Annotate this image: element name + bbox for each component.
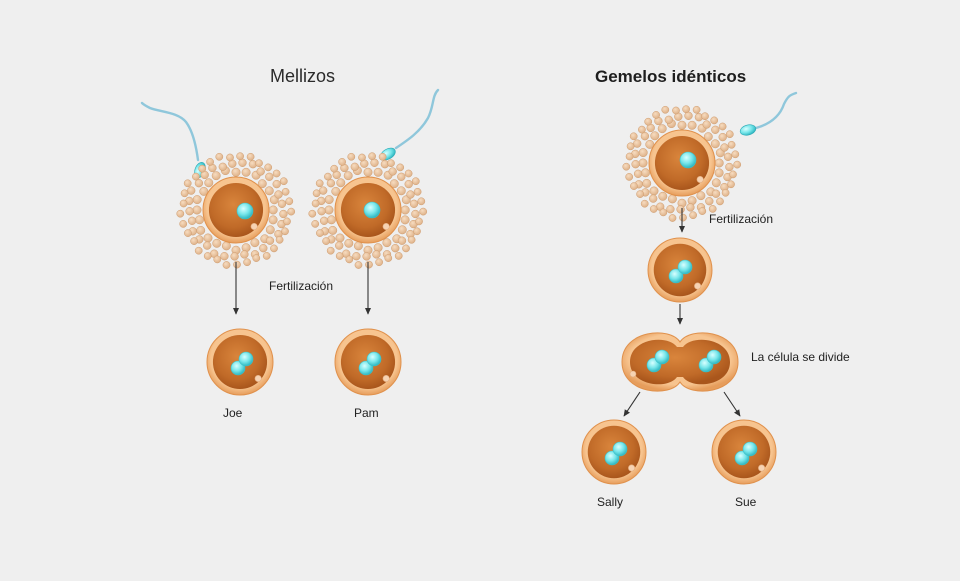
left-sperm-a bbox=[140, 101, 206, 179]
nucleus bbox=[679, 151, 697, 169]
right-panel-title: Gemelos idénticos bbox=[595, 67, 747, 86]
dividing-cell-cytoplasm bbox=[630, 339, 730, 385]
sperm-tail bbox=[394, 88, 440, 150]
left-egg-b bbox=[308, 152, 428, 269]
zygote-pam bbox=[334, 328, 402, 396]
sperm-head bbox=[739, 124, 757, 136]
nucleus bbox=[366, 351, 382, 367]
nucleus bbox=[612, 441, 628, 457]
right-fertilization-label: Fertilización bbox=[709, 212, 774, 226]
nucleus bbox=[236, 202, 254, 220]
polar-body bbox=[382, 374, 390, 382]
polar-body bbox=[694, 282, 702, 290]
cytoplasm bbox=[208, 182, 264, 238]
zygote-sue bbox=[711, 419, 777, 485]
identical-egg bbox=[622, 105, 742, 222]
nucleus bbox=[363, 201, 381, 219]
cell-divides-label: La célula se divide bbox=[751, 350, 850, 364]
zygote-joe bbox=[206, 328, 274, 396]
polar-body bbox=[629, 370, 637, 378]
identical-arrow-left bbox=[623, 391, 641, 417]
nucleus bbox=[668, 268, 684, 284]
nucleus bbox=[238, 351, 254, 367]
left-panel-title: Mellizos bbox=[270, 66, 336, 86]
nucleus bbox=[706, 349, 722, 365]
polar-body bbox=[382, 223, 390, 231]
right-sperm-a bbox=[380, 88, 440, 161]
polar-body bbox=[250, 223, 258, 231]
zygote-sally bbox=[581, 419, 647, 485]
left-egg-a bbox=[176, 152, 296, 269]
twin-pam-label: Pam bbox=[354, 406, 379, 420]
sperm-tail bbox=[754, 91, 798, 130]
polar-body bbox=[628, 464, 636, 472]
polar-body bbox=[254, 374, 262, 382]
twin-sue-label: Sue bbox=[735, 495, 757, 509]
twin-joe-label: Joe bbox=[223, 406, 243, 420]
twin-sally-label: Sally bbox=[597, 495, 624, 509]
polar-body bbox=[758, 464, 766, 472]
nucleus bbox=[677, 259, 693, 275]
nucleus bbox=[742, 441, 758, 457]
identical-zygote bbox=[647, 237, 713, 303]
sperm-tail bbox=[140, 101, 200, 162]
polar-body bbox=[696, 176, 704, 184]
identical-arrow-right bbox=[723, 391, 741, 417]
identical-sperm bbox=[739, 91, 798, 136]
left-fertilization-label: Fertilización bbox=[269, 279, 334, 293]
nucleus bbox=[654, 349, 670, 365]
dividing-cell bbox=[621, 332, 739, 392]
